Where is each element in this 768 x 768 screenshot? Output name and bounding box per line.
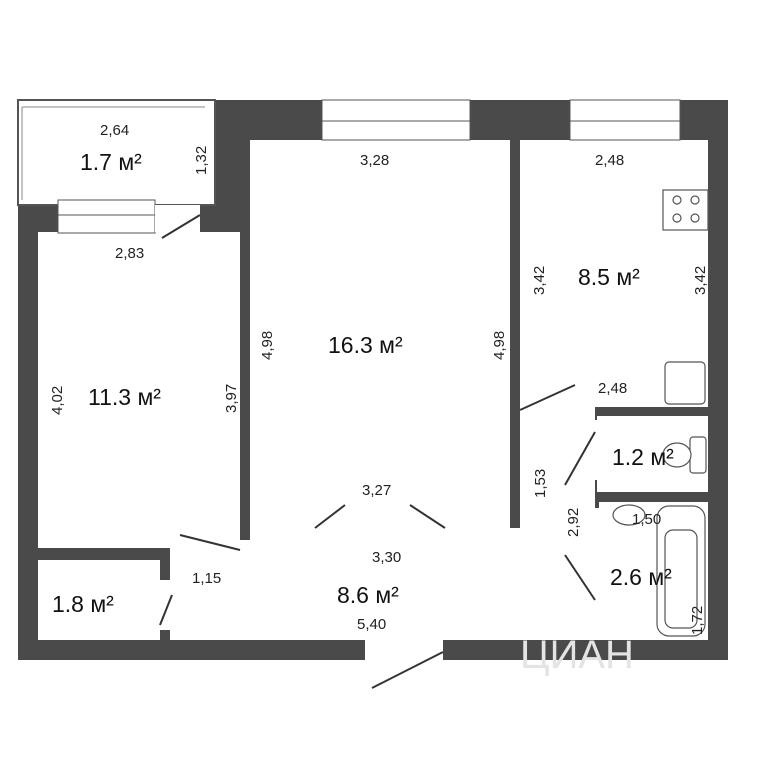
hall-room — [170, 540, 600, 640]
bathroom-door — [564, 554, 596, 601]
sink-icon — [664, 361, 706, 405]
kitchen-left-label: 3,42 — [531, 266, 548, 295]
living-left-label: 4,98 — [259, 331, 276, 360]
living-top-label: 3,28 — [360, 152, 389, 169]
bedroom-area-label: 11.3 м² — [88, 384, 161, 410]
kitchen-door — [519, 384, 576, 411]
closet-room — [38, 560, 160, 640]
bathtub-inner — [664, 529, 698, 629]
bedroom-top-label: 2,83 — [115, 245, 144, 262]
kitchen-right-label: 3,42 — [692, 266, 709, 295]
toilet-bowl-icon — [662, 442, 692, 468]
stove-burner — [672, 213, 682, 223]
balcony-width-label: 2,64 — [100, 122, 129, 139]
balcony-depth-label: 1,32 — [193, 146, 210, 175]
bedroom-left-label: 4,02 — [49, 386, 66, 415]
living-bottom-label: 3,27 — [362, 482, 391, 499]
toilet-door-opening — [562, 420, 602, 480]
bath-door-opening — [562, 508, 602, 600]
balcony-door-window — [57, 199, 156, 234]
kitchen-area-label: 8.5 м² — [578, 264, 640, 290]
living-double-door — [314, 504, 446, 529]
balcony-door — [161, 214, 201, 239]
window-living — [321, 99, 471, 141]
hall-bottom-label: 5,40 — [357, 616, 386, 633]
living-hall-opening — [250, 528, 520, 542]
toilet-area-label: 1.2 м² — [612, 444, 674, 470]
entrance-door — [371, 651, 444, 689]
bedroom-door-opening — [172, 530, 240, 544]
hall-side-label: 1,15 — [192, 570, 221, 587]
washbasin-icon — [612, 504, 646, 526]
stove-burner — [672, 195, 682, 205]
bathroom-area-label: 2.6 м² — [610, 564, 672, 590]
living-area-label: 16.3 м² — [328, 332, 403, 358]
window-kitchen — [569, 99, 681, 141]
closet-door — [159, 594, 173, 626]
stove-burner — [690, 213, 700, 223]
bedroom-right-label: 3,97 — [223, 384, 240, 413]
living-room — [250, 140, 510, 528]
living-right-label: 4,98 — [491, 331, 508, 360]
hall-top-label: 3,30 — [372, 549, 401, 566]
corridor-b-label: 2,92 — [565, 508, 582, 537]
bedroom-door — [179, 534, 241, 551]
corridor-a-label: 1,53 — [532, 469, 549, 498]
hall-area-label: 8.6 м² — [337, 582, 399, 608]
bathroom-width-label: 1,50 — [632, 511, 661, 528]
bathroom-length-label: 1,72 — [689, 606, 706, 635]
balcony-area-label: 1.7 м² — [80, 149, 142, 175]
closet-area-label: 1.8 м² — [52, 591, 114, 617]
watermark: ЦИАН — [520, 633, 634, 677]
toilet-tank-icon — [689, 436, 707, 474]
kitchen-bottom-label: 2,48 — [598, 380, 627, 397]
stove-icon — [662, 189, 709, 231]
stove-burner — [690, 195, 700, 205]
toilet-door — [564, 431, 596, 486]
kitchen-top-label: 2,48 — [595, 152, 624, 169]
balcony-room — [22, 104, 205, 201]
bedroom-room — [38, 232, 240, 548]
